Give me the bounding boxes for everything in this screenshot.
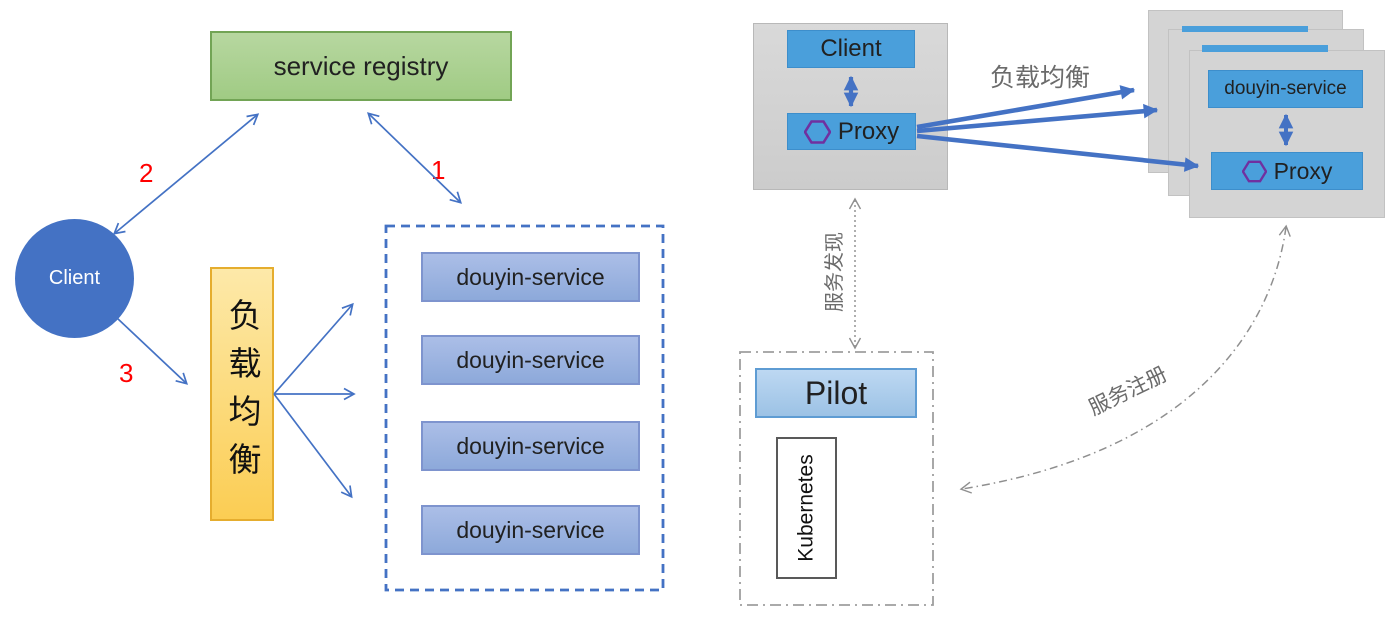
client-circle: Client (15, 219, 134, 338)
arrow-proxy-pod-back (916, 85, 1136, 130)
douyin-service-box-1: douyin-service (421, 252, 640, 302)
douyin-service-label: douyin-service (456, 346, 605, 373)
load-balancer-label: 负载均衡 (224, 298, 261, 490)
douyin-service-box-4: douyin-service (421, 505, 640, 555)
arrow-lb-service-3 (273, 393, 353, 499)
front-douyin-service-label: douyin-service (1224, 78, 1347, 99)
step-3-label: 3 (119, 358, 134, 388)
arrow-registry-services (367, 112, 462, 204)
front-proxy-label: Proxy (1273, 157, 1333, 184)
pod-proxy-box: Proxy (787, 113, 916, 150)
pilot-label: Pilot (804, 374, 868, 411)
arrow-lb-service-1 (273, 302, 354, 395)
service-discovery-label: 服务发现 (823, 232, 846, 312)
front-proxy-box: Proxy (1211, 152, 1363, 190)
load-balancer-box: 负载均衡 (210, 267, 274, 521)
douyin-service-box-2: douyin-service (421, 335, 640, 385)
douyin-service-label: douyin-service (456, 263, 605, 290)
kubernetes-label: Kubernetes (794, 454, 818, 562)
service-registry-label: service registry (273, 50, 449, 81)
step-1-label: 1 (431, 155, 446, 185)
front-douyin-service-box: douyin-service (1208, 70, 1363, 108)
pod-proxy-label: Proxy (837, 117, 900, 145)
pilot-box: Pilot (755, 368, 917, 418)
arrow-client-registry (112, 113, 260, 235)
pod-client-label: Client (820, 35, 882, 62)
client-label: Client (48, 267, 101, 289)
douyin-service-label: douyin-service (456, 516, 605, 543)
arrow-service-registration (959, 224, 1291, 494)
hexagon-icon (803, 119, 831, 145)
load-balancing-label: 负载均衡 (989, 64, 1090, 92)
pod-client-box: Client (787, 30, 915, 68)
douyin-service-box-3: douyin-service (421, 421, 640, 471)
service-pod-back-peek (1182, 26, 1308, 32)
hexagon-icon (1241, 159, 1267, 184)
service-registry-box: service registry (210, 31, 512, 101)
step-2-label: 2 (139, 158, 154, 188)
service-pod-middle-peek (1202, 45, 1328, 52)
service-registration-label: 服务注册 (1085, 362, 1171, 421)
arrow-proxy-pod-middle (916, 103, 1159, 134)
douyin-service-label: douyin-service (456, 432, 605, 459)
